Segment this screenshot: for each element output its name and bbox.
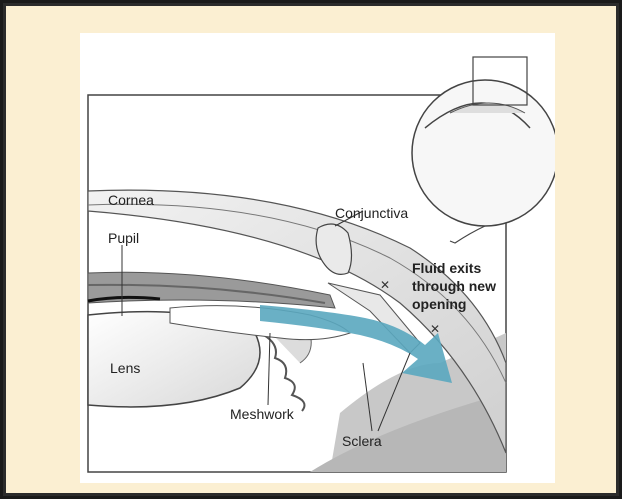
suture-mark-1: ✕: [380, 278, 390, 292]
iris: [88, 272, 335, 308]
lens-label: Lens: [110, 360, 140, 376]
meshwork-leader-line: [268, 333, 270, 405]
conjunctiva-label: Conjunctiva: [335, 205, 408, 221]
fluid-label-line-1: Fluid exits: [412, 260, 481, 276]
meshwork-label: Meshwork: [230, 406, 295, 422]
eye-diagram: ✕ ✕ Cornea Pupil Lens Conjunctiva Meshwo…: [80, 33, 555, 483]
conjunctiva-flap: [316, 224, 351, 274]
sclera-label: Sclera: [342, 433, 382, 449]
suture-mark-2: ✕: [430, 322, 440, 336]
fluid-label-line-2: through new: [412, 278, 496, 294]
fluid-label-line-3: opening: [412, 296, 466, 312]
eye-diagram-figure: ✕ ✕ Cornea Pupil Lens Conjunctiva Meshwo…: [80, 33, 555, 483]
pupil-label: Pupil: [108, 230, 139, 246]
eyeball-inset: [412, 57, 555, 243]
cornea-label: Cornea: [108, 192, 154, 208]
